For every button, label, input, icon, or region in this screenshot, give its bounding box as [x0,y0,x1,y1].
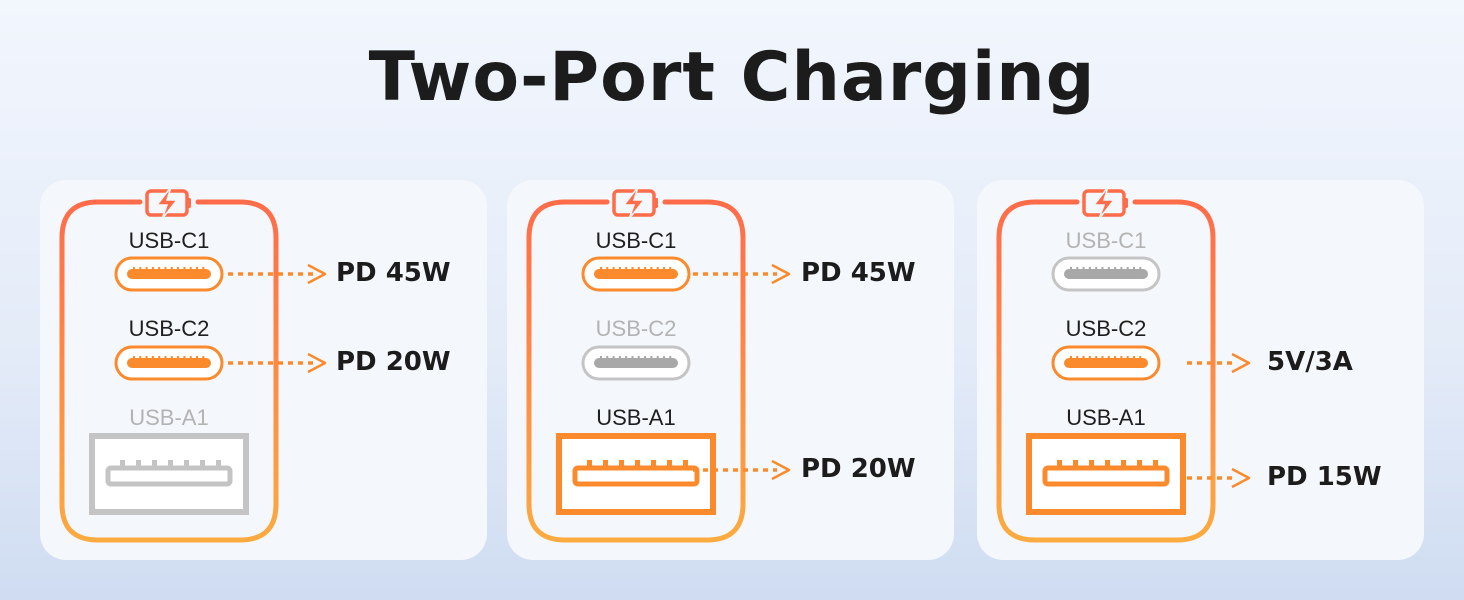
page-title: Two-Port Charging [368,38,1096,117]
charger-outline [526,199,746,543]
port-label-usb-c2: USB-C2 [1065,316,1147,341]
charger-diagram [59,186,327,543]
output-arrow-icon [228,352,327,374]
charger-diagram [996,186,1251,543]
port-label-usb-a1: USB-A1 [1066,405,1146,430]
port-label-usb-c1: USB-C1 [595,228,677,253]
port-label-usb-a1: USB-A1 [129,405,209,430]
output-arrow-icon [1187,352,1251,374]
port-label-usb-c1: USB-C1 [128,228,210,253]
usb-a-port-icon [1026,433,1186,515]
charging-bolt-icon [1082,186,1128,220]
charging-bolt-icon [612,186,658,220]
usb-a-port-icon [556,433,716,515]
usb-c-port-icon [114,256,224,292]
output-arrow-icon [693,459,791,481]
charging-mode-panel-1: USB-C1 PD 45W USB-C2 PD 20W USB-A1 [40,180,487,560]
port-label-usb-a1: USB-A1 [596,405,676,430]
power-output-label: 5V/3A [1267,347,1353,377]
power-output-label: PD 45W [801,258,916,288]
output-arrow-icon [693,263,791,285]
charger-outline [59,199,279,543]
port-label-usb-c2: USB-C2 [595,316,677,341]
power-output-label: PD 15W [1267,462,1382,492]
port-label-usb-c2: USB-C2 [128,316,210,341]
port-label-usb-c1: USB-C1 [1065,228,1147,253]
usb-c-port-icon [114,345,224,381]
power-output-label: PD 20W [336,347,451,377]
usb-c-port-icon [1051,256,1161,292]
power-output-label: PD 45W [336,258,451,288]
output-arrow-icon [1187,467,1251,489]
output-arrow-icon [228,263,327,285]
charger-outline [996,199,1216,543]
power-output-label: PD 20W [801,454,916,484]
usb-c-port-icon [581,345,691,381]
charging-bolt-icon [145,186,191,220]
usb-a-port-icon [89,433,249,515]
usb-c-port-icon [581,256,691,292]
charger-diagram [526,186,791,543]
usb-c-port-icon [1051,345,1161,381]
